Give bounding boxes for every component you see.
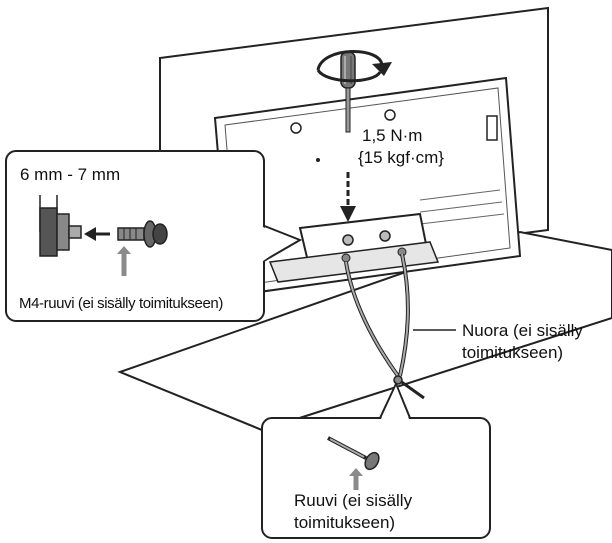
- screw-label-line2: toimitukseen): [294, 512, 395, 533]
- torque-kgf-label: {15 kgf·cm}: [358, 147, 444, 168]
- cord-label-line2: toimitukseen): [462, 342, 563, 363]
- gap-range-label: 6 mm - 7 mm: [20, 164, 120, 185]
- screw-label-line1: Ruuvi (ei sisälly: [294, 490, 412, 511]
- cord-label-line1: Nuora (ei sisälly: [462, 320, 583, 341]
- torque-value-label: 1,5 N·m: [362, 125, 422, 146]
- m4-screw-label: M4-ruuvi (ei sisälly toimitukseen): [19, 293, 223, 314]
